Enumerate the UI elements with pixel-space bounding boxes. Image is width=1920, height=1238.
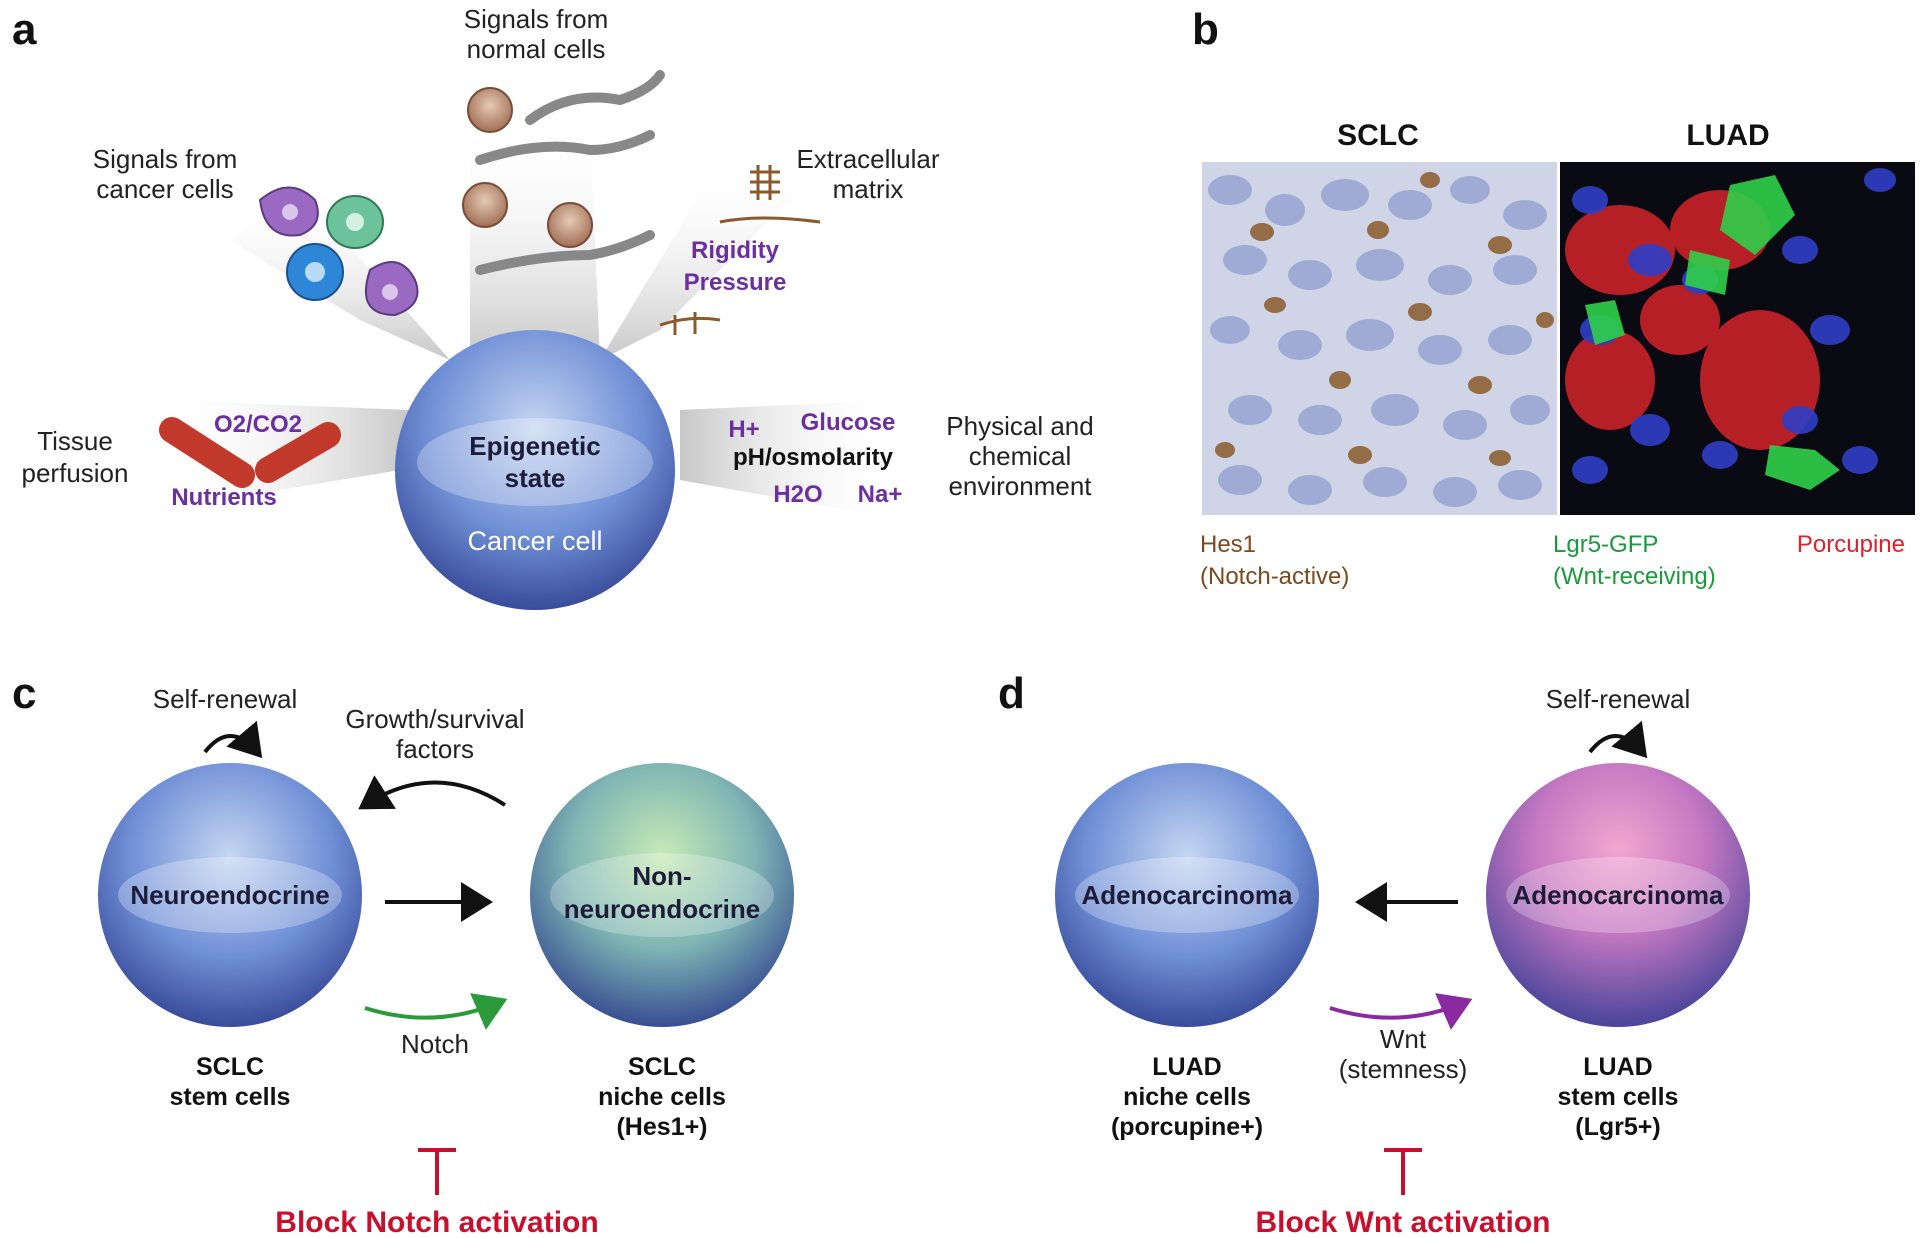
non-neuroendocrine-label-1: Non- bbox=[632, 861, 691, 891]
neuroendocrine-label: Neuroendocrine bbox=[130, 880, 329, 910]
cancer-cells-label-2: cancer cells bbox=[96, 174, 233, 204]
lgr5-label-1: Lgr5-GFP bbox=[1553, 531, 1658, 558]
pressure-label: Pressure bbox=[684, 269, 787, 296]
adenocarcinoma-niche-label: Adenocarcinoma bbox=[1082, 880, 1293, 910]
lgr5-label-2: (Wnt-receiving) bbox=[1553, 563, 1716, 590]
growth-label-2: factors bbox=[396, 734, 474, 764]
neuroendocrine-sphere: Neuroendocrine bbox=[98, 763, 362, 1027]
luad-micrograph bbox=[1560, 162, 1915, 515]
sclc-stem-caption-1: SCLC bbox=[196, 1053, 264, 1081]
luad-title: LUAD bbox=[1686, 119, 1769, 152]
hplus-label: H+ bbox=[728, 416, 759, 443]
perfusion-label-1: Tissue bbox=[37, 426, 113, 456]
block-notch-label: Block Notch activation bbox=[275, 1206, 598, 1238]
cancer-cell-icons bbox=[258, 186, 419, 317]
self-renewal-arrow-c bbox=[203, 720, 263, 759]
normal-cells-label-2: normal cells bbox=[467, 34, 606, 64]
o2co2-label: O2/CO2 bbox=[214, 411, 302, 438]
center-title-line1: Epigenetic bbox=[469, 431, 600, 461]
sclc-niche-caption-1: SCLC bbox=[628, 1053, 696, 1081]
luad-niche-caption-1: LUAD bbox=[1152, 1053, 1221, 1081]
sclc-micrograph bbox=[1202, 162, 1557, 515]
normal-cells-label-1: Signals from bbox=[464, 4, 609, 34]
luad-niche-caption-2: niche cells bbox=[1123, 1083, 1251, 1111]
center-subtitle: Cancer cell bbox=[467, 526, 602, 556]
env-label-1: Physical and bbox=[946, 411, 1093, 441]
wnt-label-1: Wnt bbox=[1380, 1024, 1427, 1054]
cancer-cells-label-1: Signals from bbox=[93, 144, 238, 174]
panel-label-a: a bbox=[12, 5, 37, 54]
luad-stem-caption-3: (Lgr5+) bbox=[1575, 1113, 1660, 1141]
blood-vessel-icons bbox=[159, 417, 341, 488]
h2o-label: H2O bbox=[773, 481, 822, 508]
env-label-2: chemical bbox=[969, 441, 1072, 471]
block-wnt-label: Block Wnt activation bbox=[1255, 1206, 1550, 1238]
normal-cell-icons bbox=[462, 70, 665, 275]
panel-label-d: d bbox=[998, 669, 1025, 718]
adenocarcinoma-stem-label: Adenocarcinoma bbox=[1513, 880, 1724, 910]
panel-label-b: b bbox=[1192, 5, 1219, 54]
self-renewal-label-d: Self-renewal bbox=[1546, 684, 1691, 714]
luad-niche-caption-3: (porcupine+) bbox=[1111, 1113, 1263, 1141]
center-title-line2: state bbox=[505, 463, 566, 493]
luad-stem-caption-2: stem cells bbox=[1558, 1083, 1679, 1111]
hes1-label-2: (Notch-active) bbox=[1200, 563, 1349, 590]
env-label-3: environment bbox=[948, 471, 1092, 501]
adenocarcinoma-niche-sphere: Adenocarcinoma bbox=[1055, 763, 1319, 1027]
sclc-stem-caption-2: stem cells bbox=[170, 1083, 291, 1111]
wnt-label-2: (stemness) bbox=[1339, 1054, 1468, 1084]
wnt-arrow bbox=[1329, 993, 1473, 1030]
ecm-label-1: Extracellular bbox=[796, 144, 939, 174]
luad-stem-caption-1: LUAD bbox=[1583, 1053, 1652, 1081]
rigidity-label: Rigidity bbox=[691, 237, 780, 264]
ecm-label-2: matrix bbox=[833, 174, 904, 204]
cancer-cell-sphere: Epigenetic state Cancer cell bbox=[395, 330, 675, 610]
glucose-label: Glucose bbox=[801, 409, 896, 436]
notch-arrow bbox=[364, 993, 508, 1030]
porcupine-label: Porcupine bbox=[1797, 531, 1905, 558]
non-neuroendocrine-sphere: Non- neuroendocrine bbox=[530, 763, 794, 1027]
ecm-icons bbox=[659, 165, 821, 335]
nutrients-label: Nutrients bbox=[171, 484, 276, 511]
sclc-title: SCLC bbox=[1337, 119, 1419, 152]
adenocarcinoma-stem-sphere: Adenocarcinoma bbox=[1486, 763, 1750, 1027]
self-renewal-label-c: Self-renewal bbox=[153, 684, 298, 714]
notch-label: Notch bbox=[401, 1029, 469, 1059]
sclc-niche-caption-2: niche cells bbox=[598, 1083, 726, 1111]
hes1-label-1: Hes1 bbox=[1200, 531, 1256, 558]
growth-arrow bbox=[358, 775, 507, 810]
ph-osmolarity-label: pH/osmolarity bbox=[733, 444, 894, 471]
perfusion-label-2: perfusion bbox=[22, 458, 129, 488]
non-neuroendocrine-label-2: neuroendocrine bbox=[564, 894, 760, 924]
panel-label-c: c bbox=[12, 669, 36, 718]
self-renewal-arrow-d bbox=[1588, 720, 1648, 759]
wnt-inhibition-symbol bbox=[1384, 1148, 1422, 1195]
notch-inhibition-symbol bbox=[418, 1148, 456, 1195]
sclc-niche-caption-3: (Hes1+) bbox=[616, 1113, 707, 1141]
growth-label-1: Growth/survival bbox=[345, 704, 524, 734]
na-label: Na+ bbox=[858, 481, 903, 508]
